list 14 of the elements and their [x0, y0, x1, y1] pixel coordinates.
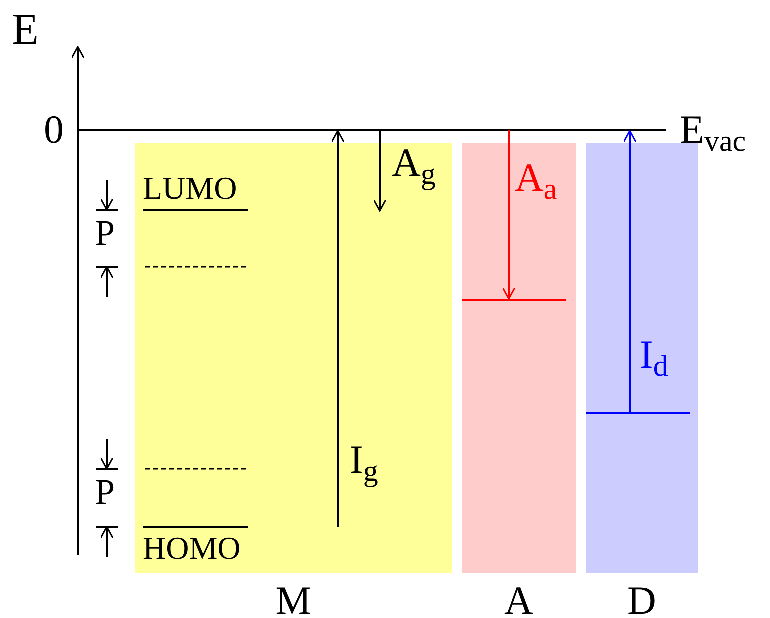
band-label: D [626, 581, 658, 618]
axis-label: E [12, 8, 39, 52]
level-label: HOMO [143, 532, 241, 564]
vacuum-level-label: E$_{vac}$ [680, 110, 746, 157]
band-label: M [274, 581, 312, 618]
axis-value: 0 [44, 110, 64, 150]
band-label: A [504, 581, 534, 618]
gap-label: P [95, 215, 116, 251]
energy-label: A$_{a}$ [515, 158, 558, 205]
energy-label: I$_{g}$ [350, 440, 378, 487]
level-label: LUMO [143, 172, 238, 204]
energy-label: I$_{d}$ [640, 335, 668, 382]
gap-label: P [95, 474, 116, 510]
energy-label: A$_{g}$ [392, 143, 436, 190]
